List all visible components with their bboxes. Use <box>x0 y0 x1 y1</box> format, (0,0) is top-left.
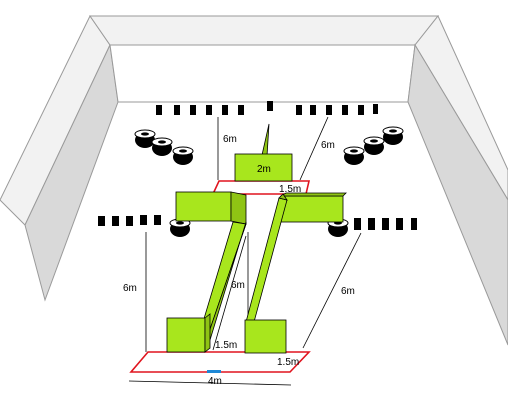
tire-icon <box>363 136 385 155</box>
center-post <box>261 123 270 157</box>
tire-stack-right <box>343 126 404 165</box>
label-lower-1-5m-outer: 1.5m <box>277 357 299 368</box>
right-t-top-side <box>279 192 347 197</box>
left-t-top-side <box>230 191 247 225</box>
left-bottom-block <box>166 317 206 353</box>
tire-stack-left <box>134 129 194 165</box>
label-right-6m: 6m <box>341 286 355 297</box>
tire-icon <box>151 137 173 156</box>
arena-walls <box>0 15 508 346</box>
label-top-left-6m: 6m <box>223 134 237 145</box>
start-marker <box>207 370 221 373</box>
right-cone-row <box>354 218 417 230</box>
tire-icon <box>382 126 404 145</box>
label-top-right-6m: 6m <box>321 140 335 151</box>
back-wall-top <box>89 15 440 46</box>
center-2m-block <box>234 153 293 182</box>
left-t-top <box>175 191 232 222</box>
back-wall-side <box>109 44 416 103</box>
tire-icon <box>134 129 156 148</box>
left-cone-row <box>98 215 161 226</box>
label-center-2m: 2m <box>257 164 271 175</box>
tire-icon <box>172 146 194 165</box>
label-left-6m: 6m <box>123 283 137 294</box>
right-t-stem <box>245 197 288 323</box>
top-cone-row <box>156 101 378 115</box>
label-bottom-4m: 4m <box>208 376 222 387</box>
obstacles <box>166 123 347 354</box>
label-lower-1-5m-inner: 1.5m <box>215 340 237 351</box>
right-t-top <box>280 195 344 223</box>
left-bottom-block-side <box>204 313 211 353</box>
tire-icon <box>169 218 191 237</box>
right-wall-side <box>407 43 508 346</box>
right-wall-top <box>414 15 508 201</box>
tire-single-left <box>169 218 191 237</box>
right-t-stem-side <box>278 193 288 201</box>
tire-icon <box>343 146 365 165</box>
label-middle-6m: 6m <box>231 280 245 291</box>
label-upper-1-5m: 1.5m <box>279 184 301 195</box>
right-bottom-block <box>244 319 287 354</box>
